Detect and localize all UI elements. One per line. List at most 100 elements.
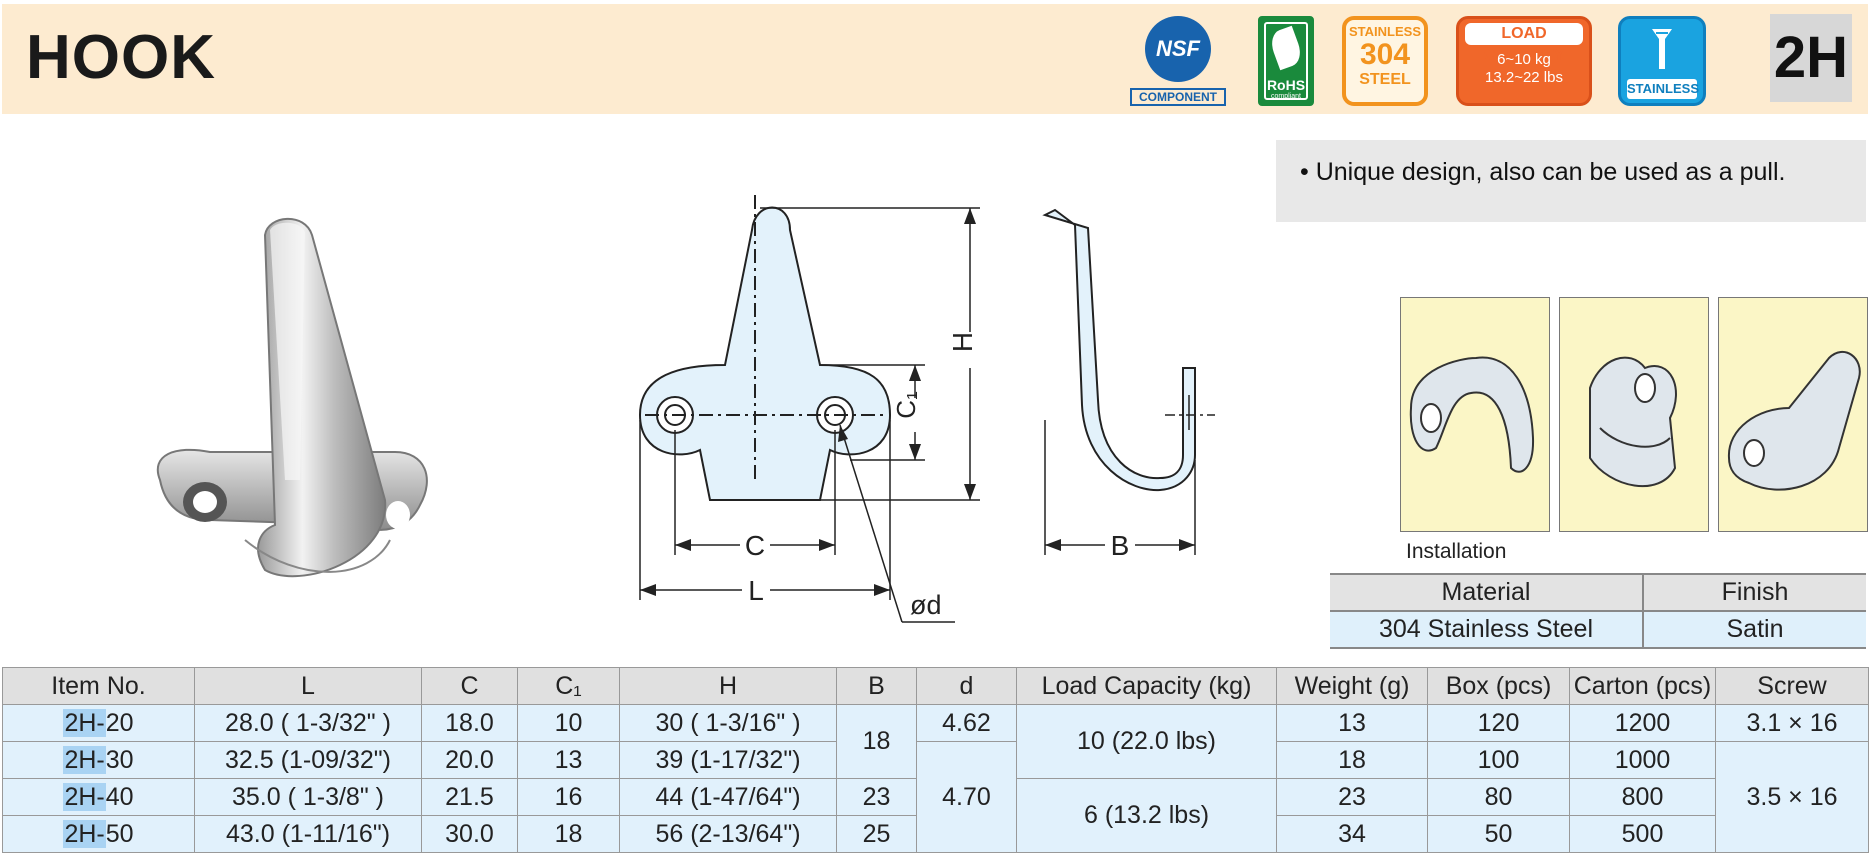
cell-screw: 3.5 × 16 bbox=[1715, 741, 1869, 853]
cell-load: 10 (22.0 lbs) bbox=[1016, 704, 1277, 779]
cell-c: 20.0 bbox=[421, 741, 518, 779]
installation-hook-icon bbox=[1589, 356, 1677, 487]
material-value-row: 304 Stainless Steel Satin bbox=[1330, 611, 1866, 649]
steel-line1: STAINLESS bbox=[1349, 24, 1421, 39]
item-no: 2H-20 bbox=[2, 704, 195, 742]
dimension-arrows bbox=[640, 208, 976, 596]
load-title: LOAD CAPACITY bbox=[1465, 23, 1583, 64]
cell-box: 50 bbox=[1427, 815, 1570, 853]
dim-label-b: B bbox=[1111, 530, 1130, 561]
table-row: 2H-20 28.0 ( 1-3/32" ) 18.0 10 30 ( 1-3/… bbox=[2, 704, 1869, 779]
cell-carton: 500 bbox=[1569, 815, 1716, 853]
screw-icon bbox=[1652, 29, 1672, 69]
dim-label-d: ød bbox=[910, 590, 942, 620]
cell-l: 43.0 (1-11/16") bbox=[194, 815, 422, 853]
item-suffix: 50 bbox=[105, 819, 134, 848]
load-kg: 6~10 kg bbox=[1497, 51, 1551, 68]
cell-c1: 13 bbox=[517, 741, 620, 779]
table-row: 2H-30 32.5 (1-09/32") 20.0 13 39 (1-17/3… bbox=[2, 741, 1869, 853]
dim-label-c1: C₁ bbox=[891, 391, 921, 419]
installation-label: Installation bbox=[1406, 540, 1507, 563]
installation-hook-icon bbox=[1727, 351, 1861, 491]
item-prefix: 2H- bbox=[63, 819, 106, 848]
item-suffix: 30 bbox=[105, 745, 134, 774]
material-value: 304 Stainless Steel bbox=[1330, 611, 1643, 649]
material-header: Material bbox=[1330, 574, 1643, 612]
col-l: L bbox=[194, 667, 422, 705]
cell-c: 21.5 bbox=[421, 778, 518, 816]
col-box: Box (pcs) bbox=[1427, 667, 1570, 705]
item-prefix: 2H- bbox=[63, 708, 106, 737]
installation-image-3 bbox=[1718, 297, 1868, 532]
cell-carton: 800 bbox=[1569, 778, 1716, 816]
stainless-badge: STAINLESS bbox=[1618, 16, 1706, 106]
load-lbs: 13.2~22 lbs bbox=[1485, 69, 1563, 86]
steel-304-badge: STAINLESS 304 STEEL bbox=[1342, 16, 1428, 106]
col-c: C bbox=[421, 667, 518, 705]
nsf-badge: NSF COMPONENT bbox=[1130, 16, 1226, 106]
item-suffix: 20 bbox=[105, 708, 134, 737]
cell-carton: 1000 bbox=[1569, 741, 1716, 779]
item-suffix: 40 bbox=[105, 782, 134, 811]
cell-h: 30 ( 1-3/16" ) bbox=[619, 704, 837, 742]
cell-h: 44 (1-47/64") bbox=[619, 778, 837, 816]
rohs-sub: compliant bbox=[1271, 93, 1301, 100]
cell-c1: 16 bbox=[517, 778, 620, 816]
dim-label-l: L bbox=[748, 575, 764, 606]
cell-h: 56 (2-13/64") bbox=[619, 815, 837, 853]
item-no: 2H-40 bbox=[2, 778, 195, 816]
item-no: 2H-50 bbox=[2, 815, 195, 853]
cell-l: 35.0 ( 1-3/8" ) bbox=[194, 778, 422, 816]
cell-weight: 23 bbox=[1276, 778, 1428, 816]
col-load: Load Capacity (kg) bbox=[1016, 667, 1277, 705]
item-prefix: 2H- bbox=[63, 745, 106, 774]
cell-b: 23 bbox=[836, 778, 917, 816]
cell-l: 28.0 ( 1-3/32" ) bbox=[194, 704, 422, 742]
cell-carton: 1200 bbox=[1569, 704, 1716, 742]
rohs-frame bbox=[1264, 22, 1308, 100]
nsf-label: COMPONENT bbox=[1130, 88, 1226, 106]
dim-label-c: C bbox=[745, 530, 765, 561]
cell-box: 80 bbox=[1427, 778, 1570, 816]
material-header-row: Material Finish bbox=[1330, 574, 1866, 612]
product-code: 2H bbox=[1770, 14, 1852, 102]
cell-b: 18 bbox=[836, 704, 917, 779]
load-capacity-badge: LOAD CAPACITY 6~10 kg 13.2~22 lbs bbox=[1456, 16, 1592, 106]
cell-weight: 18 bbox=[1276, 741, 1428, 779]
finish-value: Satin bbox=[1642, 611, 1866, 649]
col-weight: Weight (g) bbox=[1276, 667, 1428, 705]
cell-l: 32.5 (1-09/32") bbox=[194, 741, 422, 779]
nsf-logo-icon: NSF bbox=[1145, 16, 1211, 82]
cell-b: 25 bbox=[836, 815, 917, 853]
installation-hook-icon bbox=[1409, 356, 1535, 473]
finish-header: Finish bbox=[1642, 574, 1866, 612]
cell-d: 4.62 bbox=[916, 704, 1017, 742]
col-d: d bbox=[916, 667, 1017, 705]
header-banner: HOOK NSF COMPONENT RoHS compliant STAINL… bbox=[2, 4, 1868, 114]
cell-c: 30.0 bbox=[421, 815, 518, 853]
side-view-drawing bbox=[1042, 208, 1215, 555]
installation-image-1 bbox=[1400, 297, 1550, 532]
cell-box: 120 bbox=[1427, 704, 1570, 742]
table-row: 2H-40 35.0 ( 1-3/8" ) 21.5 16 44 (1-47/6… bbox=[2, 778, 1869, 853]
steel-line2: 304 bbox=[1359, 38, 1411, 71]
cell-weight: 13 bbox=[1276, 704, 1428, 742]
col-h: H bbox=[619, 667, 837, 705]
cell-box: 100 bbox=[1427, 741, 1570, 779]
cell-c: 18.0 bbox=[421, 704, 518, 742]
cell-d: 4.70 bbox=[916, 741, 1017, 853]
cell-load: 6 (13.2 lbs) bbox=[1016, 778, 1277, 853]
spec-table: Item No. L C C₁ H B d Load Capacity (kg)… bbox=[2, 667, 1869, 853]
page-title: HOOK bbox=[26, 23, 216, 92]
col-b: B bbox=[836, 667, 917, 705]
cell-weight: 34 bbox=[1276, 815, 1428, 853]
spec-header-row: Item No. L C C₁ H B d Load Capacity (kg)… bbox=[2, 667, 1869, 705]
table-row: 2H-50 43.0 (1-11/16") 30.0 18 56 (2-13/6… bbox=[2, 815, 1869, 853]
rohs-badge: RoHS compliant bbox=[1258, 16, 1314, 106]
item-no: 2H-30 bbox=[2, 741, 195, 779]
item-prefix: 2H- bbox=[63, 782, 106, 811]
cell-h: 39 (1-17/32") bbox=[619, 741, 837, 779]
steel-line3: STEEL bbox=[1359, 71, 1411, 88]
col-carton: Carton (pcs) bbox=[1569, 667, 1716, 705]
col-c1: C₁ bbox=[517, 667, 620, 705]
